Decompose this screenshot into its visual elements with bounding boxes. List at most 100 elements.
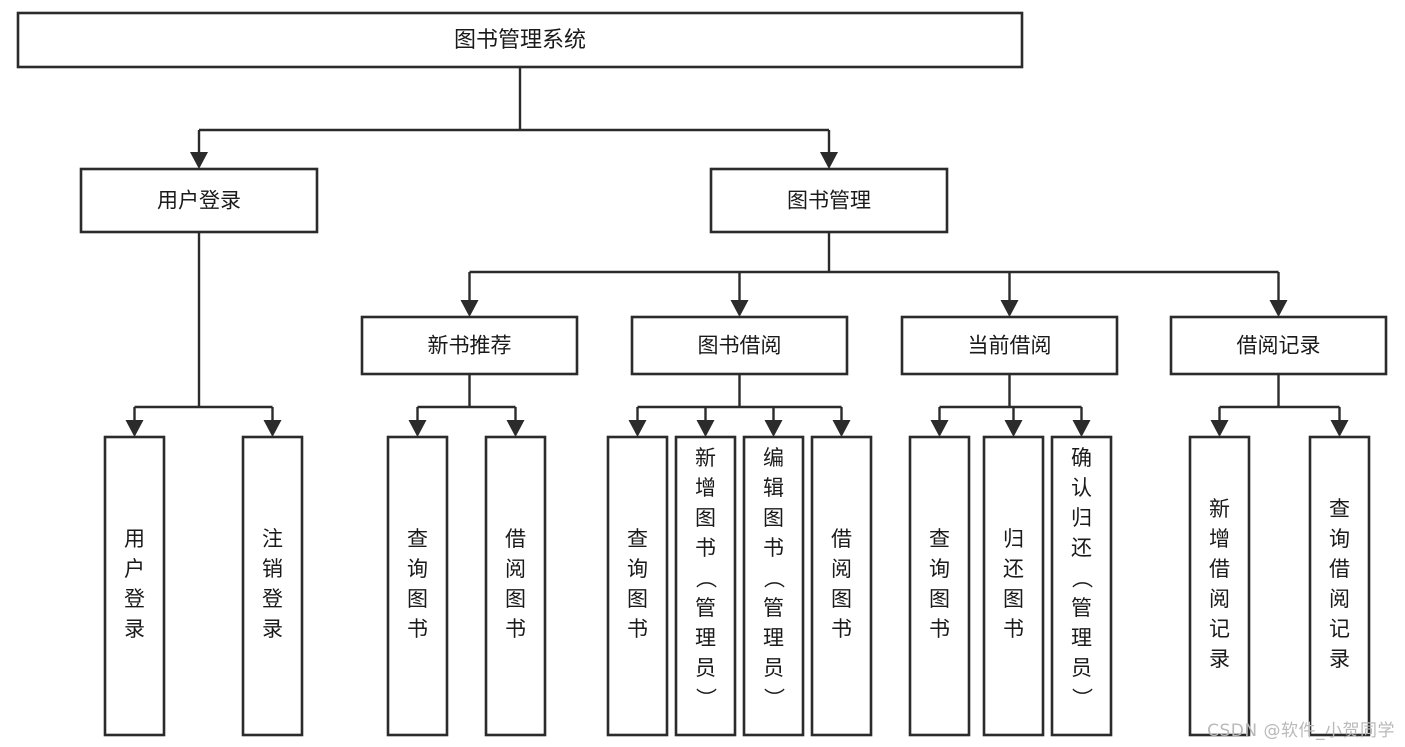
level3-node-current-borrow[interactable]: 当前借阅: [900, 315, 1119, 376]
root-node-book-management-system[interactable]: 图书管理系统: [16, 11, 1024, 69]
svg-text:录: 录: [1209, 647, 1230, 671]
svg-text:书: 书: [831, 617, 852, 641]
leaf-node-leaf-borrow-book-2-box[interactable]: [810, 435, 873, 737]
leaf-node-leaf-query-book-1-box[interactable]: [386, 435, 449, 737]
leaf-node-leaf-query-borrow-record-box[interactable]: [1308, 435, 1371, 737]
leaf-node-leaf-user-logout-box[interactable]: [241, 435, 304, 737]
svg-text:书: 书: [407, 617, 428, 641]
svg-text:员: 员: [763, 656, 784, 680]
svg-text:新: 新: [695, 446, 716, 470]
leaf-node-leaf-edit-book-admin-box[interactable]: [742, 435, 805, 737]
svg-text:理: 理: [763, 626, 784, 650]
leaf-node-leaf-return-book-box[interactable]: [982, 435, 1045, 737]
svg-text:询: 询: [407, 557, 428, 581]
level3-node-current-borrow-box[interactable]: [900, 315, 1119, 376]
svg-text:增: 增: [695, 476, 716, 500]
svg-text:图: 图: [929, 587, 950, 611]
arrow-head-icon: [1004, 420, 1023, 437]
leaf-node-leaf-add-book-admin-box[interactable]: [674, 435, 737, 737]
svg-text:记: 记: [1329, 617, 1350, 641]
level2-node-user-login-label: 用户登录: [157, 189, 241, 213]
leaf-node-leaf-query-book-2-box[interactable]: [606, 435, 669, 737]
level3-node-new-book-recommend-box[interactable]: [360, 315, 579, 376]
svg-text:（: （: [694, 568, 718, 589]
level3-node-new-book-recommend-label: 新书推荐: [428, 334, 512, 358]
level3-node-book-borrow-box[interactable]: [630, 315, 849, 376]
arrow-head-icon: [190, 152, 208, 169]
svg-text:还: 还: [1003, 557, 1024, 581]
svg-text:图: 图: [407, 587, 428, 611]
level2-node-book-manage-label: 图书管理: [787, 189, 871, 213]
level3-node-borrow-record-label: 借阅记录: [1237, 334, 1321, 358]
svg-text:确: 确: [1071, 446, 1092, 470]
leaf-node-leaf-confirm-return-admin-box[interactable]: [1050, 435, 1113, 737]
root-node-book-management-system-box[interactable]: [16, 11, 1024, 69]
svg-text:书: 书: [627, 617, 648, 641]
svg-text:户: 户: [124, 557, 145, 581]
svg-text:询: 询: [627, 557, 648, 581]
leaf-node-leaf-user-login[interactable]: 用户登录: [103, 435, 166, 737]
arrow-head-icon: [1269, 300, 1288, 317]
svg-text:用: 用: [124, 527, 145, 551]
level3-node-book-borrow[interactable]: 图书借阅: [630, 315, 849, 376]
svg-text:归: 归: [1003, 527, 1024, 551]
arrow-head-icon: [408, 420, 427, 437]
svg-text:认: 认: [1071, 476, 1092, 500]
level2-node-user-login-box[interactable]: [79, 167, 319, 234]
leaf-node-leaf-add-borrow-record-box[interactable]: [1188, 435, 1251, 737]
svg-text:借: 借: [505, 527, 526, 551]
svg-text:图: 图: [627, 587, 648, 611]
leaf-node-leaf-borrow-book-1-box[interactable]: [484, 435, 547, 737]
leaf-node-leaf-user-login-box[interactable]: [103, 435, 166, 737]
svg-text:注: 注: [262, 527, 283, 551]
svg-text:）: ）: [762, 688, 786, 709]
svg-text:书: 书: [763, 536, 784, 560]
svg-text:登: 登: [262, 587, 283, 611]
svg-text:新: 新: [1209, 497, 1230, 521]
svg-text:归: 归: [1071, 506, 1092, 530]
svg-text:辑: 辑: [763, 476, 784, 500]
svg-text:销: 销: [262, 557, 283, 581]
arrow-head-icon: [820, 152, 838, 169]
leaf-node-leaf-query-book-3-box[interactable]: [908, 435, 971, 737]
svg-text:图: 图: [505, 587, 526, 611]
level3-node-book-borrow-label: 图书借阅: [698, 334, 782, 358]
level2-node-book-manage-box[interactable]: [709, 167, 949, 234]
level3-node-borrow-record-box[interactable]: [1169, 315, 1388, 376]
level3-node-borrow-record[interactable]: 借阅记录: [1169, 315, 1388, 376]
svg-text:录: 录: [1329, 647, 1350, 671]
svg-text:图: 图: [695, 506, 716, 530]
arrow-head-icon: [730, 300, 749, 317]
arrow-head-icon: [263, 420, 282, 437]
level2-node-book-manage[interactable]: 图书管理: [709, 167, 949, 234]
svg-text:管: 管: [763, 596, 784, 620]
level2-node-user-login[interactable]: 用户登录: [79, 167, 319, 234]
level3-node-new-book-recommend[interactable]: 新书推荐: [360, 315, 579, 376]
svg-text:记: 记: [1209, 617, 1230, 641]
svg-text:员: 员: [695, 656, 716, 680]
svg-text:管: 管: [1071, 596, 1092, 620]
svg-text:录: 录: [262, 617, 283, 641]
svg-text:（: （: [1070, 568, 1094, 589]
svg-text:查: 查: [1329, 497, 1350, 521]
svg-text:员: 员: [1071, 656, 1092, 680]
svg-text:询: 询: [1329, 527, 1350, 551]
